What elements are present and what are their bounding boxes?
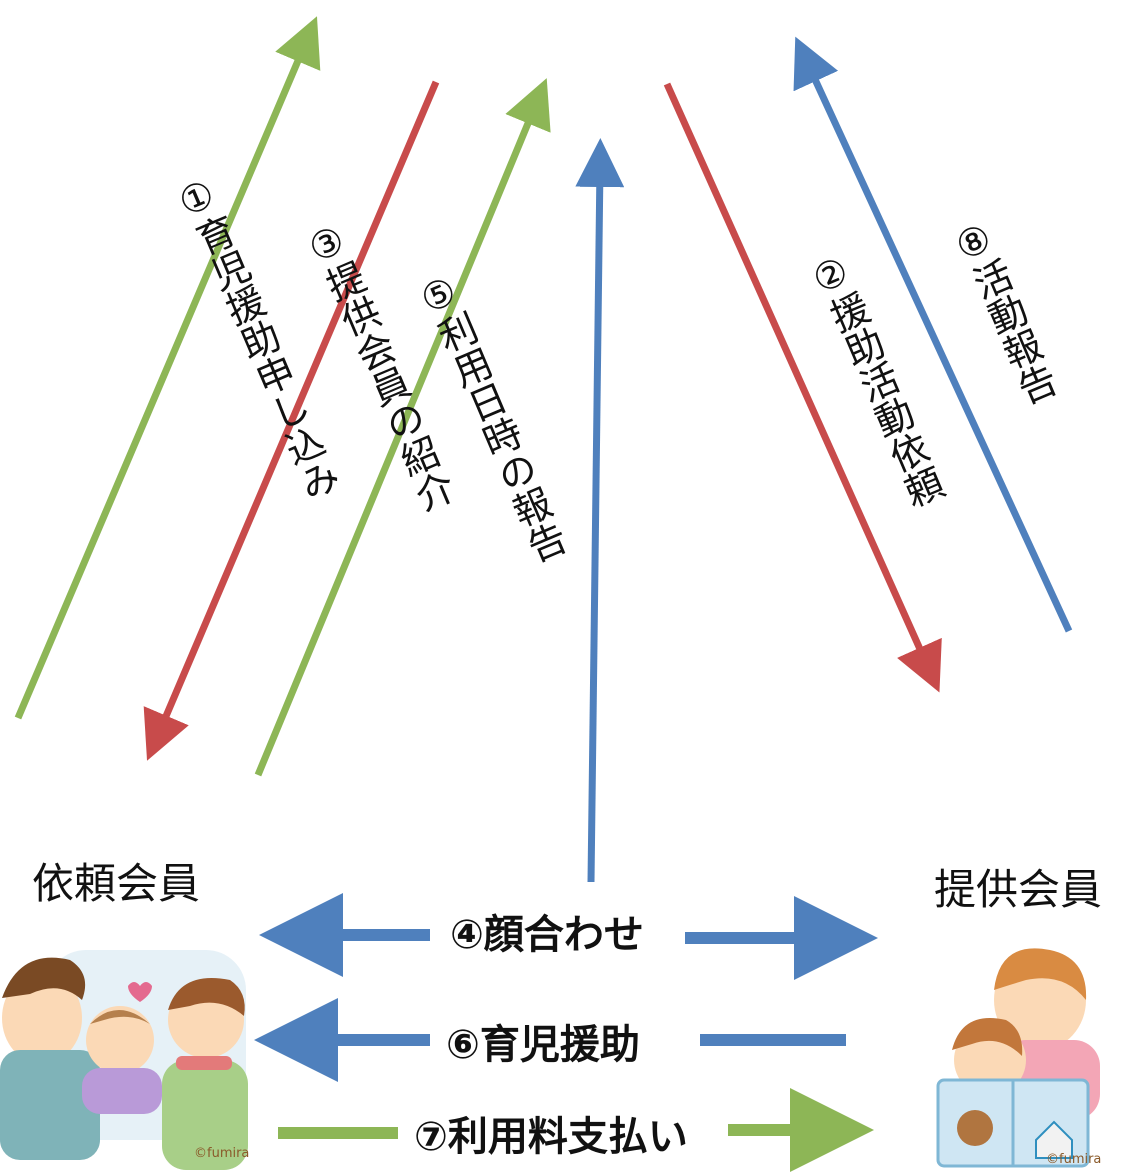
requester-family-illustration xyxy=(0,950,248,1170)
step-6-label: ⑥育児援助 xyxy=(446,1022,640,1068)
provider-illustration xyxy=(936,948,1100,1168)
provider-member-label: 提供会員 xyxy=(934,865,1103,914)
arrow-step-3 xyxy=(143,80,440,761)
requester-member-label: 依頼会員 xyxy=(32,859,201,908)
step-1-label: ①育児援助申し込み xyxy=(168,169,344,507)
arrow-step-8 xyxy=(793,36,1073,633)
arrow-step-5 xyxy=(254,78,551,777)
illustration-credit-left: ©fumira xyxy=(194,1146,250,1161)
step-7-label: ⑦利用料支払い xyxy=(414,1114,688,1160)
arrow-step-1 xyxy=(14,16,321,720)
step-2-label: ②援助活動依頼 xyxy=(802,246,949,514)
step-4-label: ④顔合わせ xyxy=(450,912,644,958)
arrow-step-4-vertical xyxy=(575,138,625,883)
step-5-label: ⑤利用日時の報告 xyxy=(410,266,572,569)
step-8-label: ⑧活動報告 xyxy=(945,213,1062,411)
illustration-credit-right: ©fumira xyxy=(1046,1152,1102,1167)
arrow-step-2 xyxy=(663,82,942,693)
